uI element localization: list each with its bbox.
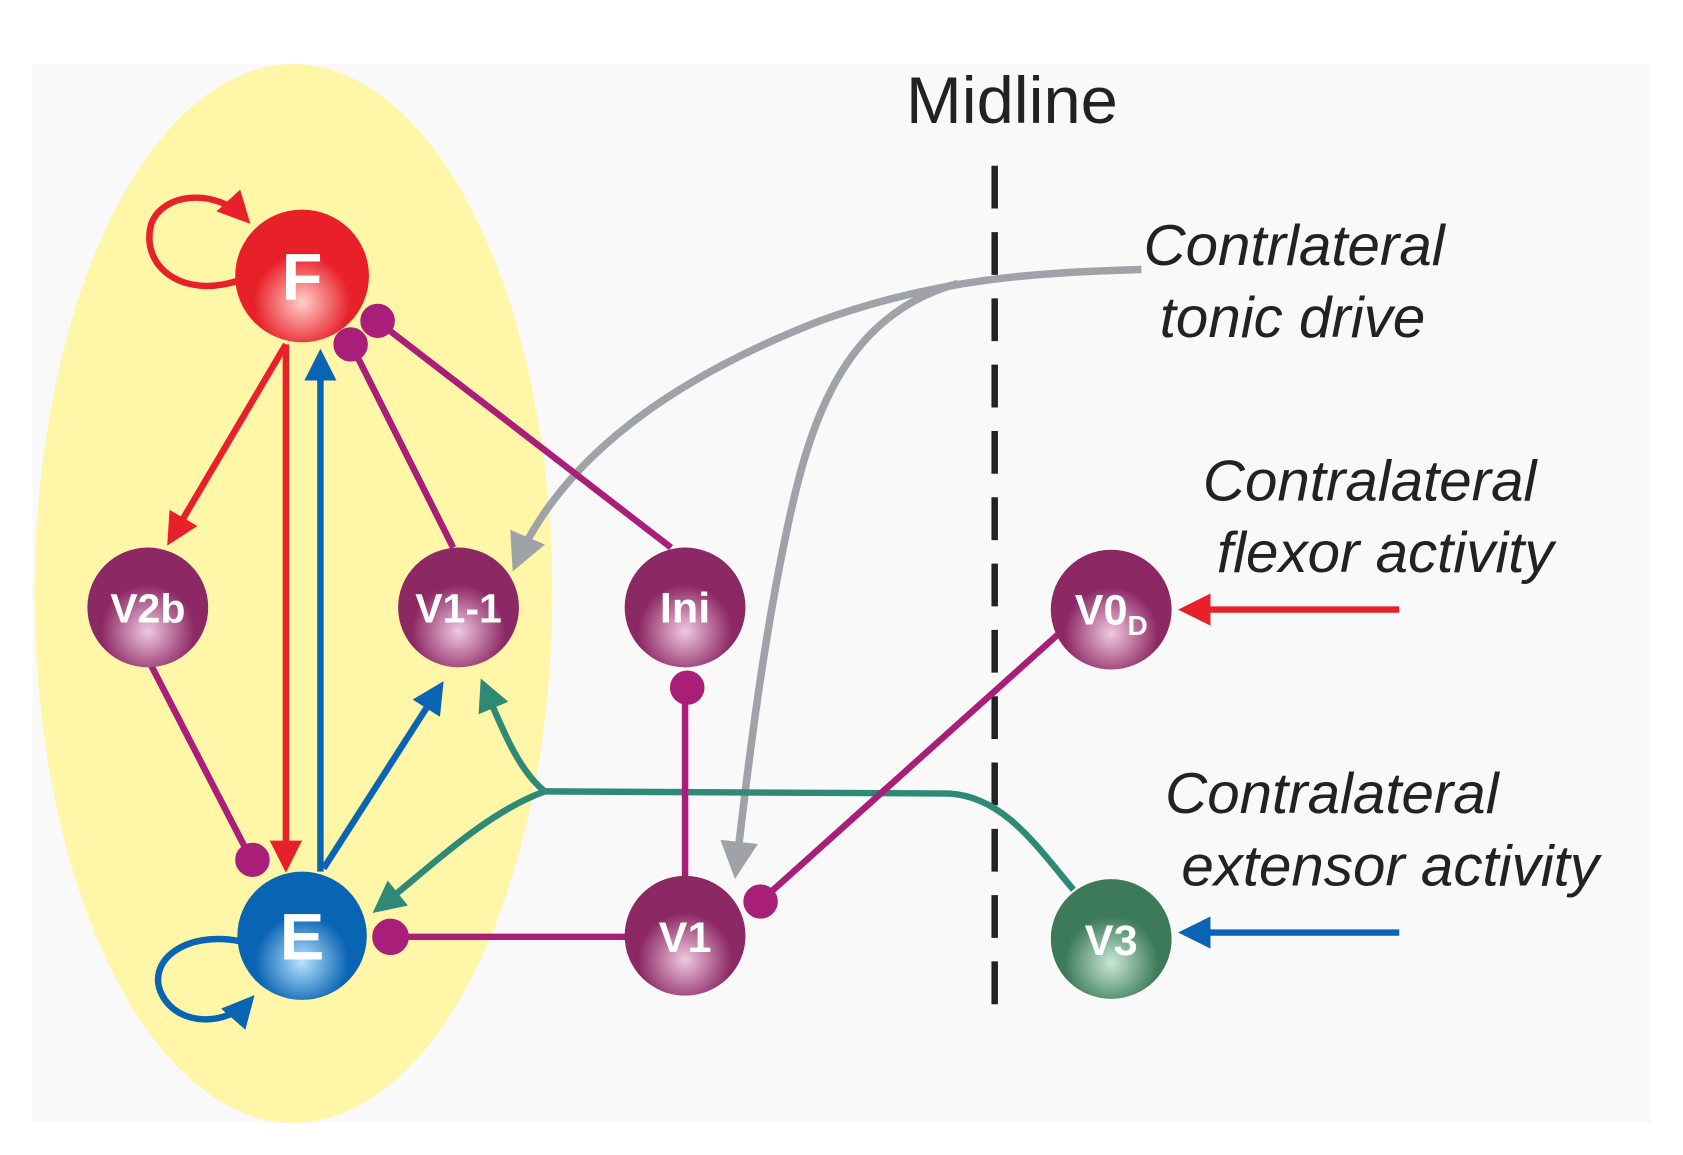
extensor-connections xyxy=(154,348,1400,1030)
ini-to-f-inhibition-dot xyxy=(360,303,395,338)
svg-text:V0D: V0D xyxy=(1075,587,1148,642)
svg-text:V3: V3 xyxy=(1085,917,1138,965)
e-self-loop xyxy=(154,935,255,1030)
ini-to-v1-inhibition-dot xyxy=(669,670,705,705)
v3-to-e-arrow xyxy=(372,788,546,914)
v0d-to-v1-inhibition-dot xyxy=(743,884,778,919)
node-ini: Ini xyxy=(624,547,746,668)
node-v1: V1 xyxy=(624,875,746,996)
inhibitory-connections xyxy=(148,303,1062,956)
e-to-v1-1-arrow xyxy=(320,681,444,871)
svg-text:F: F xyxy=(282,241,323,315)
svg-text:V1-1: V1-1 xyxy=(415,586,502,632)
node-v1-1: V1-1 xyxy=(398,547,519,668)
v3-connections xyxy=(372,678,1076,914)
svg-text:V2b: V2b xyxy=(110,586,185,632)
f-to-v2b-arrow xyxy=(167,342,289,546)
ipsilateral-rg-ellipse xyxy=(34,64,553,1123)
tonic-to-v1-1-arrow xyxy=(510,265,1142,572)
flexor-connections xyxy=(146,189,1400,873)
f-self-loop xyxy=(146,189,251,290)
v2b-to-e-inhibition-dot xyxy=(235,842,270,877)
v1-to-e-inhibition-dot xyxy=(372,918,409,956)
node-v0d: V0D xyxy=(1050,549,1172,670)
extensor-activity-label-line2: extensor activity xyxy=(1181,834,1602,899)
tonic-to-v1-arrow xyxy=(720,279,960,880)
tonic-drive-connections xyxy=(510,265,1142,880)
node-v2b: V2b xyxy=(87,547,209,668)
flexor-activity-label-line1: Contralateral xyxy=(1203,449,1539,514)
node-v3: V3 xyxy=(1050,879,1172,999)
svg-text:E: E xyxy=(280,901,325,975)
node-e: E xyxy=(237,871,367,1000)
tonic-drive-label-line2: tonic drive xyxy=(1160,285,1425,350)
extensor-activity-label-line1: Contralateral xyxy=(1165,761,1501,826)
v3-commissural-path xyxy=(544,788,1076,892)
v1-1-to-f-inhibition-dot xyxy=(333,327,368,362)
v3-to-v1-1-arrow xyxy=(478,678,547,794)
svg-text:V1: V1 xyxy=(659,914,712,962)
tonic-drive-label-line1: Contrlateral xyxy=(1144,213,1447,278)
svg-text:Ini: Ini xyxy=(660,585,710,633)
midline-label: Midline xyxy=(906,64,1118,138)
node-f: F xyxy=(235,209,369,343)
flexor-activity-label-line2: flexor activity xyxy=(1217,520,1557,585)
